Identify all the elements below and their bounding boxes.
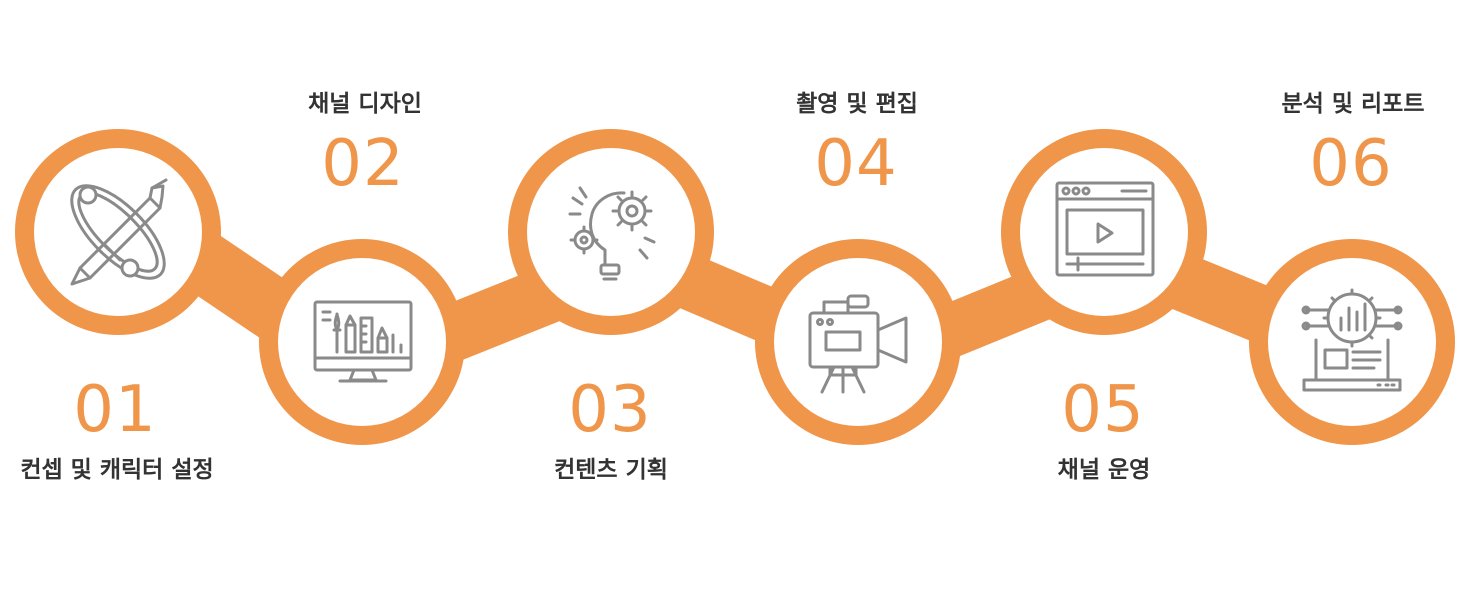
step-ring-04 xyxy=(755,239,961,445)
step-ring-03 xyxy=(508,129,714,335)
step-number-04: 04 xyxy=(814,127,898,201)
step-number-06: 06 xyxy=(1309,127,1393,201)
step-ring-05 xyxy=(1001,129,1207,335)
step-number-01: 01 xyxy=(73,373,157,447)
step-label-01: 컨셉 및 캐릭터 설정 xyxy=(20,457,214,483)
video-player-window-icon xyxy=(1055,181,1155,277)
step-label-02: 채널 디자인 xyxy=(308,91,422,117)
step-label-05: 채널 운영 xyxy=(1057,457,1151,483)
step-number-03: 03 xyxy=(568,373,652,447)
pen-tool-orbit-icon xyxy=(70,178,168,286)
step-label-03: 컨텐츠 기획 xyxy=(554,457,668,483)
video-camera-icon xyxy=(808,294,908,394)
design-monitor-icon xyxy=(313,300,413,383)
step-label-04: 촬영 및 편집 xyxy=(796,91,918,117)
step-number-02: 02 xyxy=(321,127,405,201)
analytics-laptop-icon xyxy=(1301,288,1403,392)
idea-bulb-gears-icon xyxy=(568,186,656,281)
step-number-05: 05 xyxy=(1061,373,1145,447)
step-label-06: 분석 및 리포트 xyxy=(1281,91,1425,117)
